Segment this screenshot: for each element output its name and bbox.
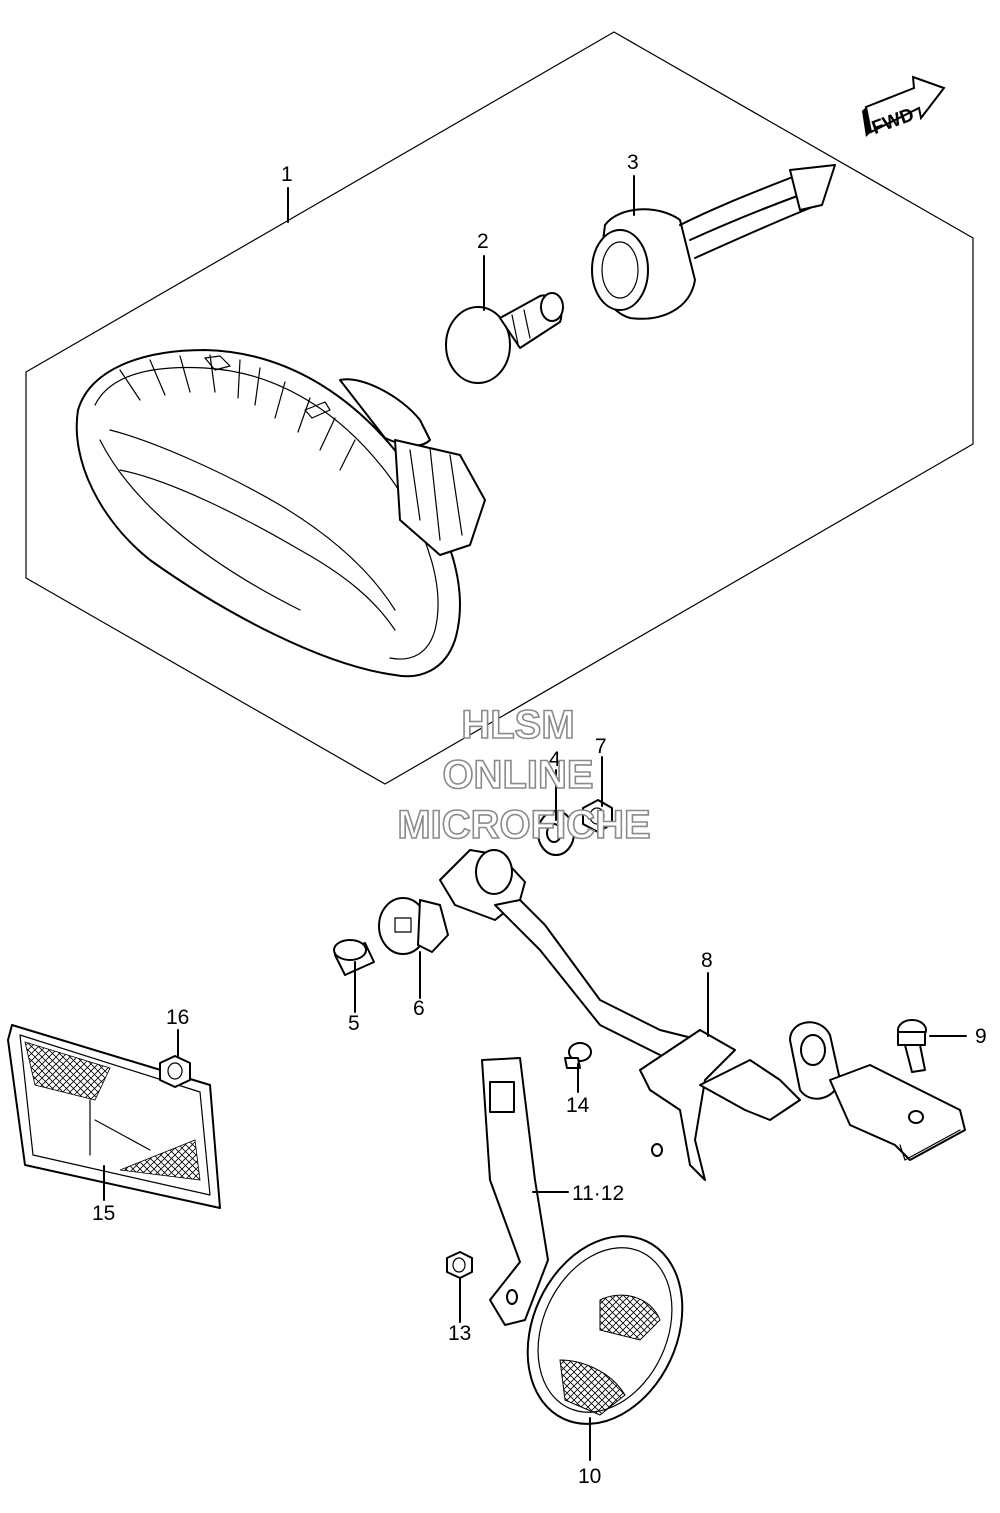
callout-8: 8	[701, 949, 713, 972]
callout-15: 15	[92, 1202, 115, 1225]
cushion	[378, 897, 449, 955]
bulb	[445, 292, 564, 384]
watermark-line-2: ONLINE	[442, 753, 593, 797]
leader-lines	[103, 175, 967, 1461]
callout-4: 4	[549, 748, 561, 771]
bracket	[439, 849, 966, 1181]
watermark: HLSM ONLINE MICROFICHE	[397, 702, 652, 848]
rect-reflector	[7, 1024, 221, 1209]
callout-1: 1	[281, 163, 293, 186]
round-reflector	[526, 1235, 684, 1425]
collar	[333, 939, 375, 976]
callout-6: 6	[413, 997, 425, 1020]
reflector-bracket	[481, 1057, 549, 1326]
bolt-9	[897, 1019, 927, 1073]
nut-7	[582, 799, 613, 833]
assembly-boundary	[25, 31, 974, 785]
callout-11-12: 11·12	[572, 1182, 624, 1205]
callout-7: 7	[595, 735, 607, 758]
watermark-line-3: MICROFICHE	[397, 803, 650, 847]
callout-10: 10	[578, 1465, 601, 1488]
washer	[537, 810, 575, 856]
nut-13	[446, 1251, 473, 1279]
callout-2: 2	[477, 230, 489, 253]
forward-arrow-icon	[864, 75, 946, 134]
socket	[591, 164, 836, 320]
callout-5: 5	[348, 1012, 360, 1035]
callout-14: 14	[566, 1094, 590, 1117]
callout-16: 16	[166, 1006, 189, 1029]
watermark-line-1: HLSM	[461, 703, 574, 747]
callout-3: 3	[627, 151, 639, 174]
fwd-badge: FWD	[862, 75, 946, 139]
callout-13: 13	[448, 1322, 471, 1345]
tail-lamp	[75, 349, 486, 678]
nut-16	[159, 1055, 191, 1088]
callout-9: 9	[975, 1025, 987, 1048]
screw-14	[564, 1042, 592, 1069]
